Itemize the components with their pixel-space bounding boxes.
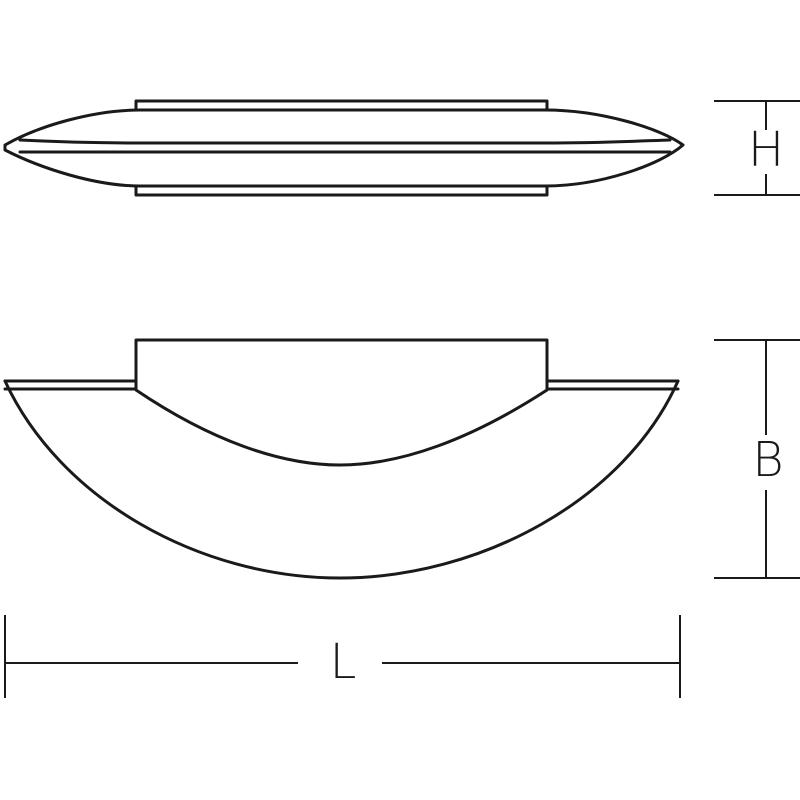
front-view-mount	[134, 338, 549, 467]
depth-label: B	[752, 432, 783, 488]
height-label: H	[748, 122, 784, 178]
side-view-top-plate	[134, 99, 549, 112]
depth-dimension: B	[714, 339, 800, 579]
length-dimension: L	[4, 615, 681, 698]
side-view-lens-midline	[18, 138, 672, 145]
side-view-lens-outline	[3, 108, 685, 188]
front-view	[3, 338, 680, 580]
length-label: L	[330, 634, 357, 690]
front-view-left-rim	[3, 379, 138, 391]
side-view	[3, 99, 685, 197]
front-view-bowl	[3, 379, 680, 580]
front-view-right-rim	[545, 379, 680, 391]
side-view-bottom-plate	[134, 184, 549, 197]
height-dimension: H	[714, 100, 800, 196]
